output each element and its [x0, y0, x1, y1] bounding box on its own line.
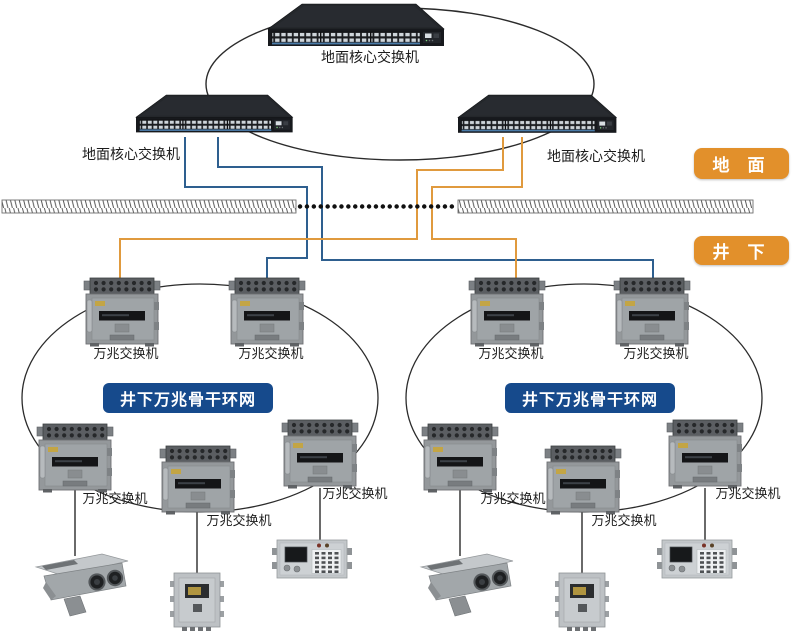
label-ring-switch: 万兆交换机 — [591, 514, 657, 529]
label-ring-switch: 万兆交换机 — [715, 487, 781, 502]
junction-box-icon — [554, 572, 610, 631]
core-switch-left-icon — [135, 94, 294, 133]
label-core-switch-right: 地面核心交换机 — [547, 149, 645, 165]
label-ring-switch: 万兆交换机 — [82, 492, 148, 507]
ring-switch-icon — [613, 277, 691, 347]
orange-uplink-right-ring — [431, 137, 523, 290]
ring-switch-icon — [666, 419, 744, 489]
ring-switch-icon — [468, 277, 546, 347]
underground-zone-badge: 井 下 — [694, 236, 789, 265]
blue-uplink-right-ring — [217, 137, 654, 290]
label-ring-switch: 万兆交换机 — [623, 347, 689, 362]
label-core-switch-top: 地面核心交换机 — [321, 50, 419, 66]
ring-switch-icon — [281, 419, 359, 489]
keypad-station-icon — [271, 539, 353, 579]
label-ring-switch: 万兆交换机 — [480, 492, 546, 507]
label-ring-switch: 万兆交换机 — [206, 514, 272, 529]
left-ring-badge: 井下万兆骨干环网 — [103, 383, 273, 413]
ring-switch-icon — [83, 277, 161, 347]
label-core-switch-left: 地面核心交换机 — [82, 147, 180, 163]
ring-switch-icon — [159, 445, 237, 515]
label-ring-switch: 万兆交换机 — [93, 347, 159, 362]
label-ring-switch: 万兆交换机 — [322, 487, 388, 502]
surface-zone-badge: 地 面 — [694, 148, 789, 179]
ground-divider-right — [457, 199, 754, 214]
label-ring-switch: 万兆交换机 — [238, 347, 304, 362]
keypad-station-icon — [656, 539, 738, 579]
label-ring-switch: 万兆交换机 — [478, 347, 544, 362]
core-switch-right-icon — [457, 94, 617, 134]
ring-switch-icon — [36, 423, 114, 493]
explosionproof-camera-icon — [420, 553, 514, 617]
right-ring-badge: 井下万兆骨干环网 — [505, 383, 675, 413]
core-switch-top-icon — [267, 3, 445, 47]
ground-divider-left — [1, 199, 297, 214]
ring-switch-icon — [228, 277, 306, 347]
device-drop-lines — [74, 488, 706, 577]
explosionproof-camera-icon — [35, 553, 129, 617]
ring-switch-icon — [421, 423, 499, 493]
blue-uplink-left-ring — [184, 137, 308, 290]
junction-box-icon — [169, 572, 225, 631]
